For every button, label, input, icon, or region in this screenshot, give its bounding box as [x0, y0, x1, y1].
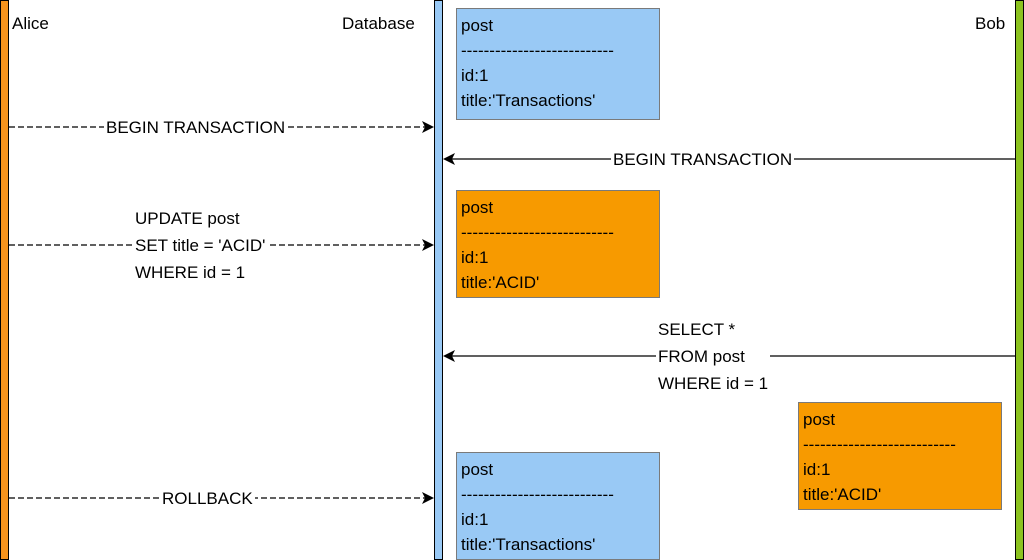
record-separator: --------------------------- [803, 435, 956, 454]
message-line: FROM post [658, 347, 745, 366]
record-id: id:1 [461, 510, 489, 529]
alice-rollback-arrowhead [422, 492, 434, 504]
message-line: SET title = 'ACID' [135, 236, 266, 255]
alice-update-arrowhead [422, 239, 434, 251]
record-header: post [461, 198, 494, 217]
record-id: id:1 [461, 66, 489, 85]
record-title: title:'ACID' [803, 485, 882, 504]
record-title: title:'Transactions' [461, 91, 596, 110]
message-update: UPDATE post SET title = 'ACID' WHERE id … [133, 205, 268, 286]
record-box-rolledback: post --------------------------- id:1 ti… [456, 452, 660, 560]
record-box-bob-read: post --------------------------- id:1 ti… [798, 402, 1002, 510]
record-box-uncommitted: post --------------------------- id:1 ti… [456, 190, 660, 298]
message-line: ROLLBACK [162, 489, 253, 508]
record-box-committed: post --------------------------- id:1 ti… [456, 8, 660, 120]
record-separator: --------------------------- [461, 41, 614, 60]
message-line: WHERE id = 1 [658, 374, 769, 393]
message-line: BEGIN TRANSACTION [106, 118, 286, 137]
record-header: post [461, 460, 494, 479]
message-line: WHERE id = 1 [135, 263, 246, 282]
actor-database: Database [342, 14, 415, 33]
actor-alice: Alice [12, 14, 49, 33]
message-begin-alice: BEGIN TRANSACTION [104, 114, 288, 141]
alice-begin-arrowhead [422, 121, 434, 133]
record-separator: --------------------------- [461, 223, 614, 242]
record-id: id:1 [803, 460, 831, 479]
message-line: BEGIN TRANSACTION [613, 150, 793, 169]
record-title: title:'Transactions' [461, 535, 596, 554]
bob-begin-arrowhead [443, 153, 455, 165]
record-header: post [461, 16, 494, 35]
message-line: UPDATE post [135, 209, 240, 228]
message-rollback: ROLLBACK [160, 485, 255, 512]
actor-bob: Bob [975, 14, 1006, 33]
bob-select-arrowhead [443, 350, 455, 362]
record-id: id:1 [461, 248, 489, 267]
record-title: title:'ACID' [461, 273, 540, 292]
message-line: SELECT * [658, 320, 736, 339]
record-header: post [803, 410, 836, 429]
message-select: SELECT * FROM post WHERE id = 1 [656, 316, 771, 397]
record-separator: --------------------------- [461, 485, 614, 504]
message-begin-bob: BEGIN TRANSACTION [611, 146, 795, 173]
